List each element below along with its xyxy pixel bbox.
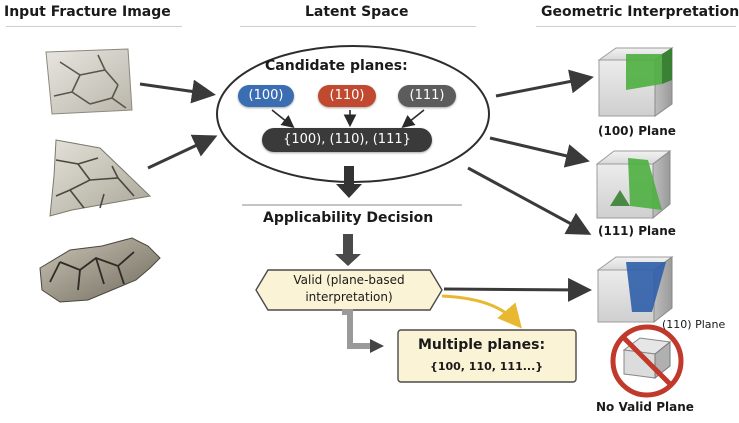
multiple-planes-values: {100, 110, 111...} bbox=[430, 360, 544, 373]
arrow-to-111-b bbox=[467, 166, 592, 235]
cube-100-plane bbox=[597, 47, 674, 117]
label-100-plane: (100) Plane bbox=[598, 124, 676, 138]
header-latent-space: Latent Space bbox=[305, 4, 409, 20]
multiple-planes-title: Multiple planes: bbox=[418, 337, 546, 353]
arrow-input-2 bbox=[147, 134, 218, 170]
fracture-image-3 bbox=[39, 237, 161, 303]
arrow-decision-down bbox=[335, 234, 361, 266]
arrow-pill-100 bbox=[271, 109, 295, 128]
arrow-input-1 bbox=[139, 79, 216, 104]
candidate-planes-title: Candidate planes: bbox=[265, 58, 408, 74]
arrow-to-111-a bbox=[489, 136, 590, 168]
arrow-ellipse-down bbox=[336, 166, 362, 198]
arrow-valid-to-multiple bbox=[370, 339, 384, 353]
header-rule-center bbox=[240, 26, 476, 27]
fracture-image-2 bbox=[49, 139, 152, 217]
valid-line-2: interpretation) bbox=[305, 290, 393, 304]
arrow-to-100 bbox=[495, 69, 594, 98]
label-110-plane: (110) Plane bbox=[662, 318, 726, 331]
pill-plane-100: (100) bbox=[238, 85, 294, 107]
pill-plane-111: (111) bbox=[398, 85, 456, 107]
no-valid-plane-icon bbox=[610, 324, 684, 398]
label-no-valid-plane: No Valid Plane bbox=[596, 400, 694, 414]
cube-110-plane bbox=[596, 256, 674, 324]
valid-hexagon bbox=[255, 269, 443, 311]
arrow-yellow-curved bbox=[441, 294, 522, 329]
pill-plane-110: (110) bbox=[318, 85, 376, 107]
header-input-fracture-image: Input Fracture Image bbox=[4, 4, 171, 20]
arrow-valid-to-110 bbox=[443, 277, 592, 302]
header-rule-left bbox=[6, 26, 182, 27]
label-111-plane: (111) Plane bbox=[598, 224, 676, 238]
multiple-planes-box bbox=[397, 329, 577, 383]
header-geometric-interpretation: Geometric Interpretation bbox=[541, 4, 739, 20]
valid-text: Valid (plane-based interpretation) bbox=[272, 272, 426, 306]
fracture-image-1 bbox=[45, 48, 133, 115]
cube-111-plane bbox=[595, 149, 672, 220]
applicability-decision-title: Applicability Decision bbox=[263, 210, 434, 226]
valid-line-1: Valid (plane-based bbox=[293, 273, 405, 287]
combined-planes-box: {100), (110), (111} bbox=[262, 128, 432, 152]
header-rule-right bbox=[536, 26, 736, 27]
arrow-pill-111 bbox=[401, 109, 425, 128]
